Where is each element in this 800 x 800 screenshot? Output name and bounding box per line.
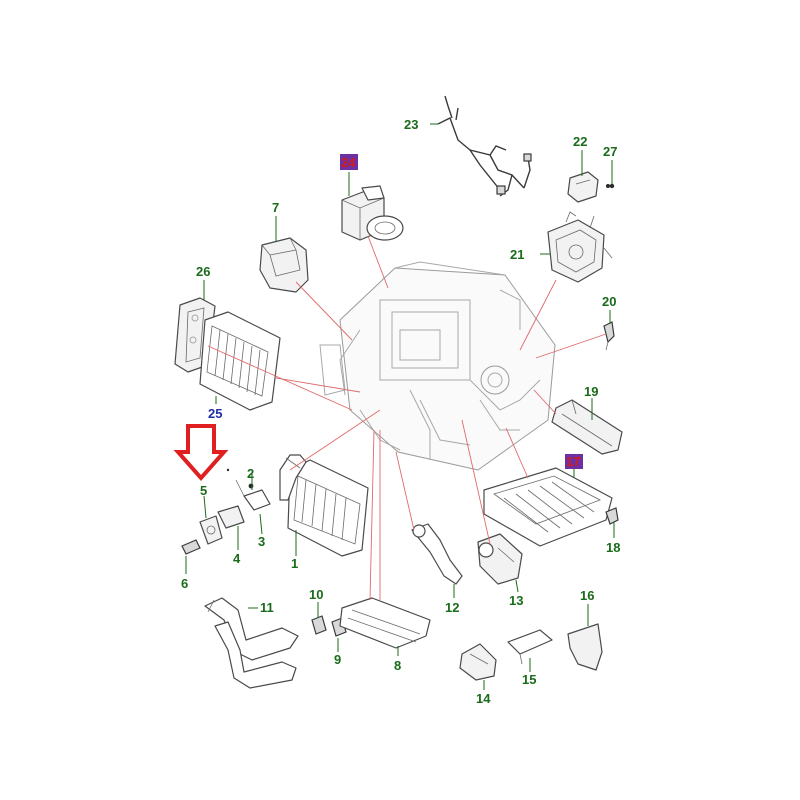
part-13-valve-bracket (477, 533, 523, 585)
part-14-clip (459, 643, 497, 681)
part-4-pipe-block (217, 479, 271, 529)
callout-3: 3 (258, 534, 265, 549)
callout-6: 6 (181, 576, 188, 591)
callout-23: 23 (404, 117, 418, 132)
callout-8: 8 (394, 658, 401, 673)
part-7-duct-bracket (259, 237, 309, 293)
callout-17-highlight (565, 454, 583, 469)
part-22-actuator (567, 171, 610, 203)
hvac-housing (319, 261, 556, 471)
part-25-cabin-filter (199, 311, 281, 411)
part-27-screw (609, 183, 615, 189)
down-arrow-outline-icon (173, 424, 229, 482)
callout-14: 14 (476, 691, 491, 706)
part-20-screw (603, 321, 615, 351)
callout-4: 4 (233, 551, 241, 566)
callout-26: 26 (196, 264, 210, 279)
callout-1: 1 (291, 556, 298, 571)
callout-numbers: 23 24 7 26 22 27 21 20 19 17 25 2 5 18 3… (181, 117, 620, 706)
callout-leaders (185, 123, 615, 690)
callout-17: 17 (566, 454, 580, 469)
callout-12: 12 (445, 600, 459, 615)
part-8-heater-core (339, 597, 431, 649)
part-19-bracket (551, 399, 623, 455)
callout-9: 9 (334, 652, 341, 667)
callout-11: 11 (260, 600, 274, 615)
part-11-heater-hoses (204, 597, 299, 689)
part-6-bolt (181, 539, 201, 555)
part-17-core-assembly (483, 467, 613, 547)
part-23-wiring-harness (437, 95, 532, 197)
part-21-mode-door-assembly (547, 211, 613, 283)
callout-18: 18 (606, 540, 620, 555)
part-18-clip (605, 507, 619, 525)
part-1-evaporator (279, 454, 369, 557)
part-10-fitting (311, 615, 327, 635)
callout-19: 19 (584, 384, 598, 399)
callout-27: 27 (603, 144, 617, 159)
callout-15: 15 (522, 672, 536, 687)
callout-25: 25 (208, 406, 222, 421)
callout-24: 24 (341, 155, 356, 170)
callout-22: 22 (573, 134, 587, 149)
callout-16: 16 (580, 588, 594, 603)
part-12-drain-hose (411, 523, 463, 585)
callout-13: 13 (509, 593, 523, 608)
part-5-expansion-valve (199, 515, 223, 545)
callout-10: 10 (309, 587, 323, 602)
stray-dot (226, 468, 230, 472)
part-15-bracket (507, 629, 553, 665)
callout-2: 2 (247, 466, 254, 481)
callout-21: 21 (510, 247, 524, 262)
leader-lines-red (207, 235, 607, 601)
part-16-seal (567, 623, 603, 671)
callout-20: 20 (602, 294, 616, 309)
callout-7: 7 (272, 200, 279, 215)
callout-5: 5 (200, 483, 207, 498)
callout-24-highlight (340, 154, 358, 170)
part-24-blower-motor (341, 185, 404, 241)
